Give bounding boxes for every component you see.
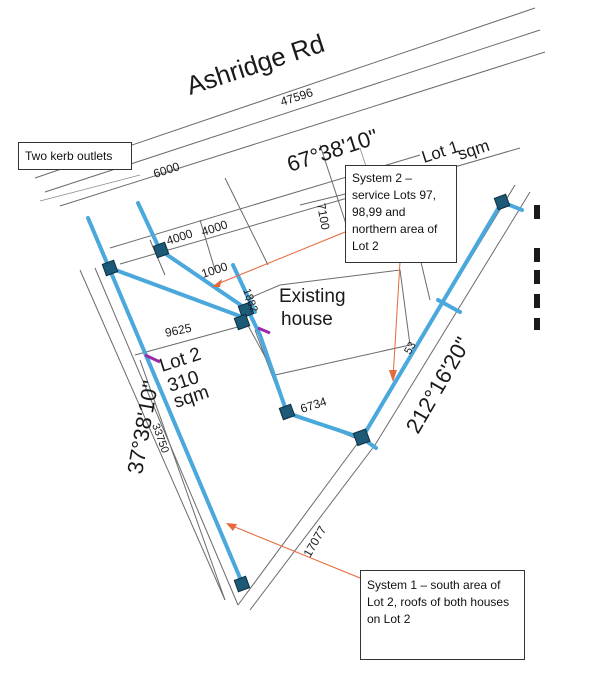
pit-lot2-north (101, 259, 119, 277)
dim-1000: 1000 (200, 259, 230, 281)
callout-system2-text: System 2 – service Lots 97, 98,99 and no… (352, 171, 438, 253)
lot2-inner-west-line (139, 359, 226, 601)
pipe-lot2-north-run (108, 266, 247, 320)
callout-system-2: System 2 – service Lots 97, 98,99 and no… (345, 165, 457, 263)
outlet-marker-lot2 (144, 353, 161, 364)
house-label-line2: house (281, 309, 333, 330)
house-label-line1: Existing (279, 286, 346, 307)
pipe-short-link (231, 263, 257, 314)
pit-south-west (233, 575, 251, 593)
lot1-dim-7100-line (319, 144, 349, 231)
dim-depth-east: 7100 (314, 202, 332, 231)
edge-mark-2 (534, 248, 540, 262)
lot2-west-dim-line (79, 269, 226, 601)
pipe-kerb-branch (136, 201, 162, 252)
lot2-south-dim-line (249, 444, 376, 611)
lot2-tick-2 (199, 219, 216, 271)
pit-house-south (278, 403, 296, 421)
outlet-marker-house (257, 326, 271, 335)
arrow-system1 (229, 524, 361, 579)
dim-17077: 17077 (300, 523, 329, 559)
arrow-system2-east-head (389, 370, 397, 382)
edge-mark-3 (534, 270, 540, 284)
arrow-system1-head (226, 523, 237, 531)
lot2-south-boundary (237, 439, 361, 606)
street-boundary-line-3 (59, 51, 546, 207)
pipe-east-tee (436, 298, 462, 314)
east-boundary-line-2 (374, 191, 531, 446)
dim-4000-a: 4000 (165, 226, 195, 248)
callout-kerb-outlets: Two kerb outlets (18, 142, 132, 170)
arrow-system2-house-head (212, 279, 222, 287)
lot1-title: Lot 1 (419, 137, 461, 167)
dim-53: 53 (402, 340, 419, 357)
dim-9625: 9625 (164, 321, 193, 340)
pipe-north-branch (158, 248, 250, 312)
dim-4000-b: 4000 (200, 217, 230, 239)
pit-house-west (233, 313, 251, 331)
pit-house-north (237, 301, 255, 319)
dim-6734: 6734 (299, 394, 329, 416)
pipe-east-run (360, 200, 504, 440)
edge-mark-1 (534, 205, 540, 219)
pipe-west-run (86, 216, 245, 587)
arrow-system2-to-house (214, 231, 346, 286)
pit-kerb-junction (152, 241, 170, 259)
edge-mark-5 (534, 318, 540, 330)
arrow-system2-to-east (392, 261, 401, 379)
pit-east-top (493, 193, 511, 211)
pit-south-junction (352, 428, 371, 447)
street-boundary-line-4 (39, 174, 141, 202)
callout-system1-text: System 1 – south area of Lot 2, roofs of… (367, 578, 510, 626)
lot2-north-boundary (134, 324, 246, 356)
lot1-west-boundary (224, 177, 269, 266)
edge-mark-4 (534, 294, 540, 308)
callout-kerb-text: Two kerb outlets (25, 149, 113, 163)
lot1-area: sqm (455, 136, 491, 164)
dim-frontage-short: 6000 (152, 159, 182, 181)
callout-system-1: System 1 – south area of Lot 2, roofs of… (360, 570, 525, 660)
lot2-west-boundary (94, 267, 239, 606)
pipe-house-run (246, 308, 364, 440)
